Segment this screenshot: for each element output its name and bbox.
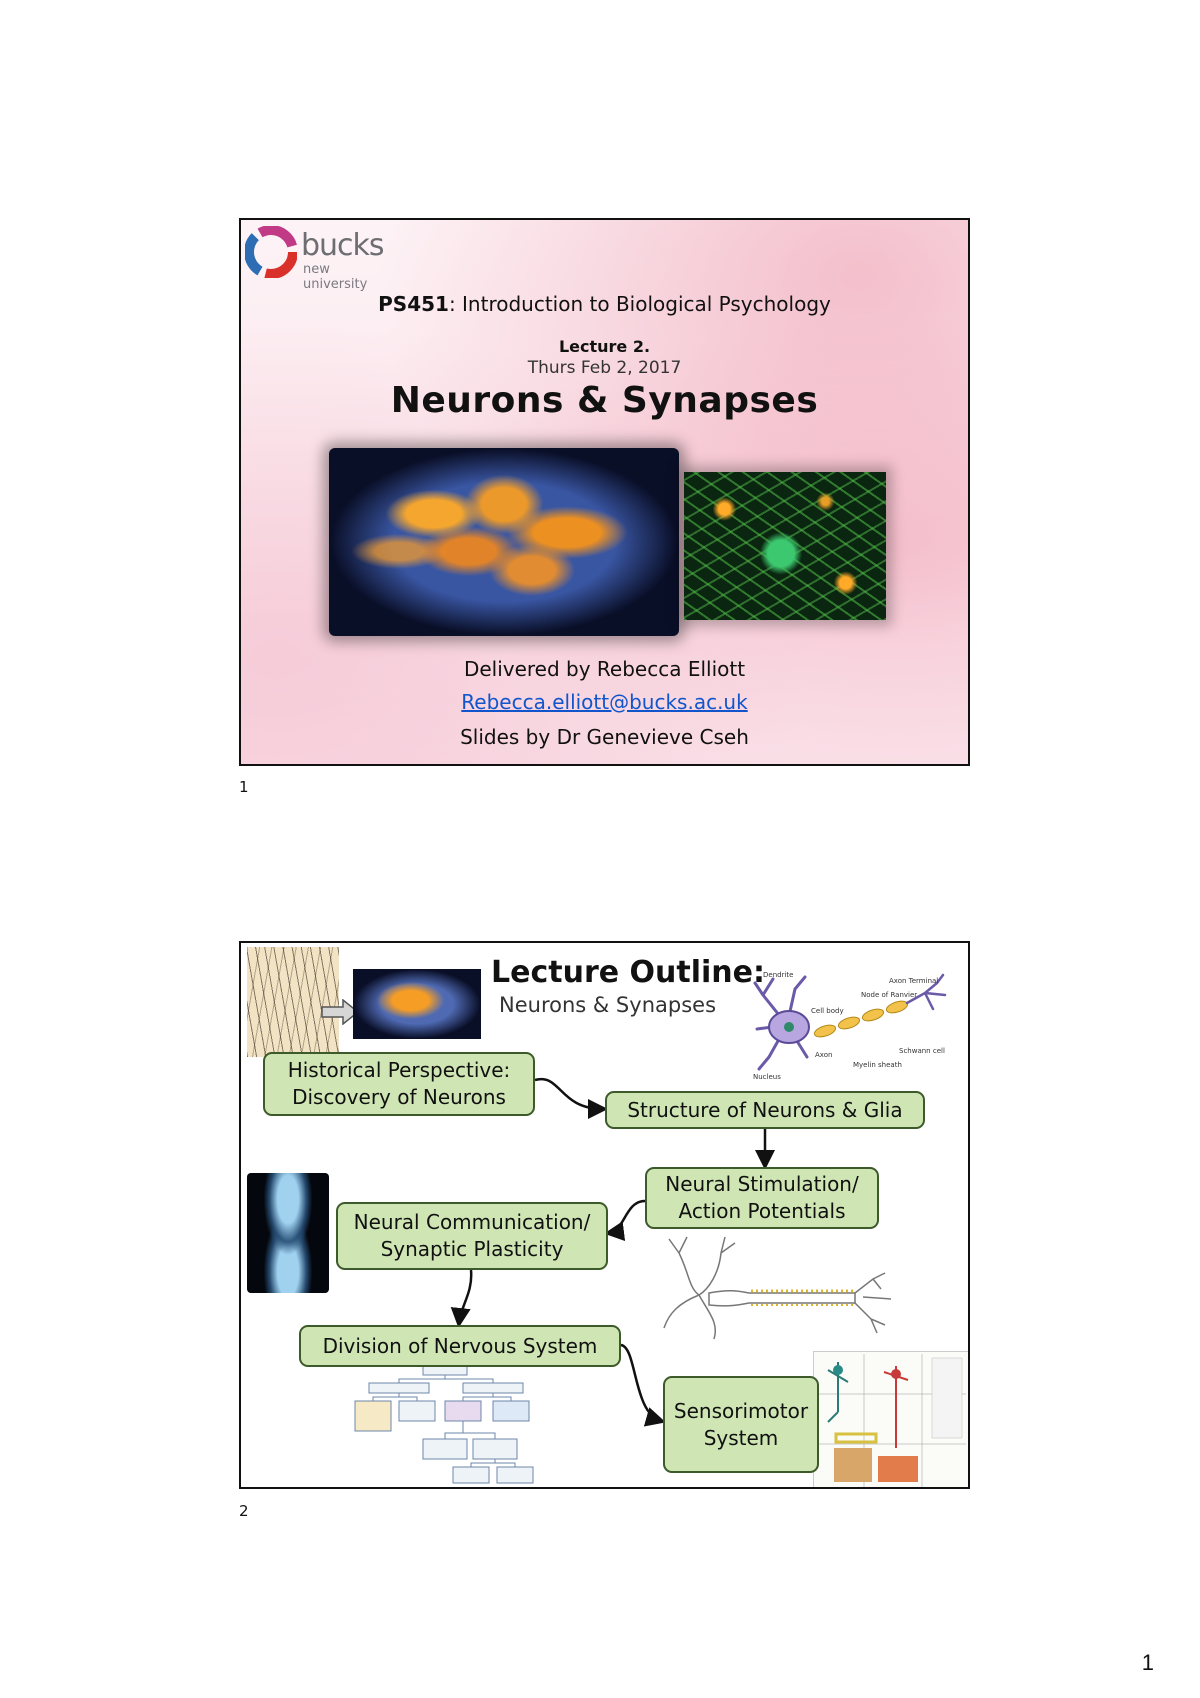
right-arrow-icon <box>321 999 359 1025</box>
label-nucleus: Nucleus <box>753 1073 781 1081</box>
arrow-division-to-sensorimotor <box>620 1343 666 1427</box>
outline-box-stimulation: Neural Stimulation/ Action Potentials <box>645 1167 879 1229</box>
box-line: Neural Communication/ <box>353 1210 591 1234</box>
box-line: Historical Perspective: <box>287 1058 511 1082</box>
label-schwann-cell: Schwann cell <box>899 1047 945 1055</box>
slide-title: Neurons & Synapses <box>390 380 819 421</box>
slide-1: bucks new university PS451: Introduction… <box>239 218 970 766</box>
sensorimotor-image <box>813 1351 968 1487</box>
box-line: Structure of Neurons & Glia <box>627 1097 903 1122</box>
nervous-system-hierarchy-chart <box>354 1364 534 1484</box>
university-logo: bucks new university <box>244 225 395 292</box>
box-line: Division of Nervous System <box>322 1333 598 1358</box>
arrow-communication-to-division <box>450 1269 473 1328</box>
logo-word: bucks <box>301 228 385 263</box>
brain-image <box>329 448 679 636</box>
arrow-stimulation-to-communication <box>604 1199 646 1242</box>
brain-thumbnail-image <box>353 969 481 1039</box>
logo-subtitle: new university <box>303 262 368 292</box>
slide-number-1: 1 <box>239 778 249 796</box>
outline-box-communication: Neural Communication/ Synaptic Plasticit… <box>336 1202 608 1270</box>
flow-arrows <box>450 1077 775 1427</box>
box-line: Synaptic Plasticity <box>380 1237 564 1261</box>
neuron-axon-drawing <box>663 1236 892 1340</box>
box-line: Sensorimotor <box>673 1398 809 1423</box>
box-line: Action Potentials <box>678 1199 846 1223</box>
logo-swirl-icon <box>244 225 298 279</box>
label-axon-terminal: Axon Terminal <box>889 977 938 985</box>
outline-box-historical: Historical Perspective: Discovery of Neu… <box>263 1052 535 1116</box>
box-line: System <box>703 1425 779 1450</box>
arrow-hist-to-structure <box>534 1077 608 1119</box>
slide-number-2: 2 <box>239 1502 249 1520</box>
label-cell-body: Cell body <box>811 1007 844 1015</box>
label-myelin-sheath: Myelin sheath <box>853 1061 902 1069</box>
slide-credits: Slides by Dr Genevieve Cseh <box>460 725 749 749</box>
course-title: PS451: Introduction to Biological Psycho… <box>241 292 968 316</box>
lecture-number: Lecture 2. <box>558 337 651 356</box>
slide-2: Lecture Outline: Neurons & Synapses Dend… <box>239 941 970 1489</box>
lecture-date: Thurs Feb 2, 2017 <box>527 358 682 378</box>
page-number: 1 <box>1141 1650 1154 1675</box>
neuron-image <box>684 472 886 620</box>
sensorimotor-diagram <box>816 1354 966 1487</box>
label-node-of-ranvier: Node of Ranvier <box>861 991 917 999</box>
outline-title: Lecture Outline: <box>491 955 765 990</box>
outline-subtitle: Neurons & Synapses <box>499 993 717 1017</box>
box-line: Neural Stimulation/ <box>665 1172 859 1196</box>
box-line: Discovery of Neurons <box>292 1085 506 1109</box>
outline-box-division: Division of Nervous System <box>299 1325 621 1367</box>
email-link[interactable]: Rebecca.elliott@bucks.ac.uk <box>461 690 748 714</box>
course-name: : Introduction to Biological Psychology <box>448 292 831 316</box>
course-code: PS451 <box>378 292 449 316</box>
outline-box-sensorimotor: Sensorimotor System <box>663 1376 819 1473</box>
pyramidal-neurons-image <box>247 947 339 1057</box>
synapse-image <box>247 1173 329 1293</box>
outline-box-structure: Structure of Neurons & Glia <box>605 1091 925 1129</box>
label-axon: Axon <box>815 1051 832 1059</box>
delivered-by: Delivered by Rebecca Elliott <box>463 657 746 681</box>
label-dendrite: Dendrite <box>763 971 793 979</box>
neuron-structure-diagram: Dendrite Cell body Node of Ranvier Axon … <box>753 971 947 1081</box>
